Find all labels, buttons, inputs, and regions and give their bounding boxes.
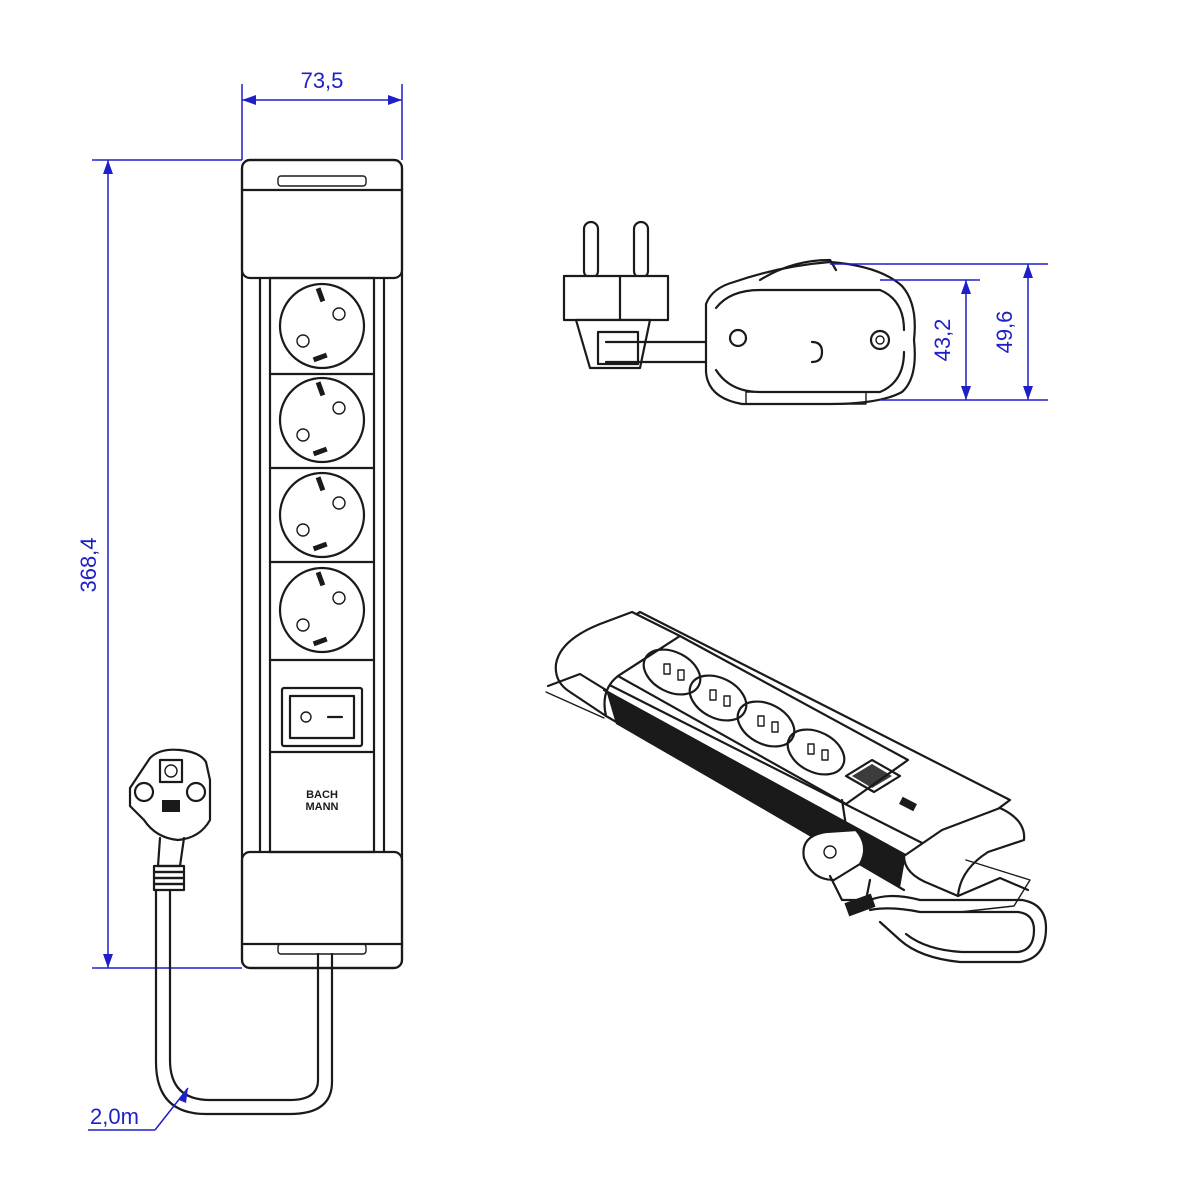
power-switch <box>268 686 376 754</box>
socket-3 <box>268 471 376 564</box>
plug-front-view <box>128 748 212 902</box>
iso-plug <box>802 798 876 917</box>
front-view: BACH MANN <box>154 158 404 1116</box>
height-dimension-outer: 49,6 <box>830 263 1048 400</box>
iso-socket-2 <box>688 674 748 722</box>
socket-4 <box>268 566 376 662</box>
height-dimension-inner: 43,2 <box>880 279 1048 401</box>
height-outer-label: 49,6 <box>992 311 1017 354</box>
brand-line-2: MANN <box>306 801 339 813</box>
socket-1 <box>268 282 376 376</box>
iso-switch <box>844 758 902 794</box>
length-label: 368,4 <box>76 537 101 592</box>
cable-dimension: 2,0m <box>88 1087 189 1131</box>
iso-socket-1 <box>642 648 702 696</box>
iso-socket-3 <box>736 700 796 748</box>
iso-socket-4 <box>786 728 846 776</box>
socket-2 <box>268 376 376 470</box>
width-label: 73,5 <box>301 68 344 93</box>
width-dimension: 73,5 <box>241 68 403 160</box>
height-inner-label: 43,2 <box>930 319 955 362</box>
brand-logo: BACH MANN <box>306 789 339 813</box>
length-dimension: 368,4 <box>76 159 242 969</box>
cable-length-label: 2,0m <box>90 1104 139 1129</box>
isometric-view <box>545 610 1048 964</box>
brand-line-1: BACH <box>306 789 338 801</box>
side-view <box>562 220 916 406</box>
